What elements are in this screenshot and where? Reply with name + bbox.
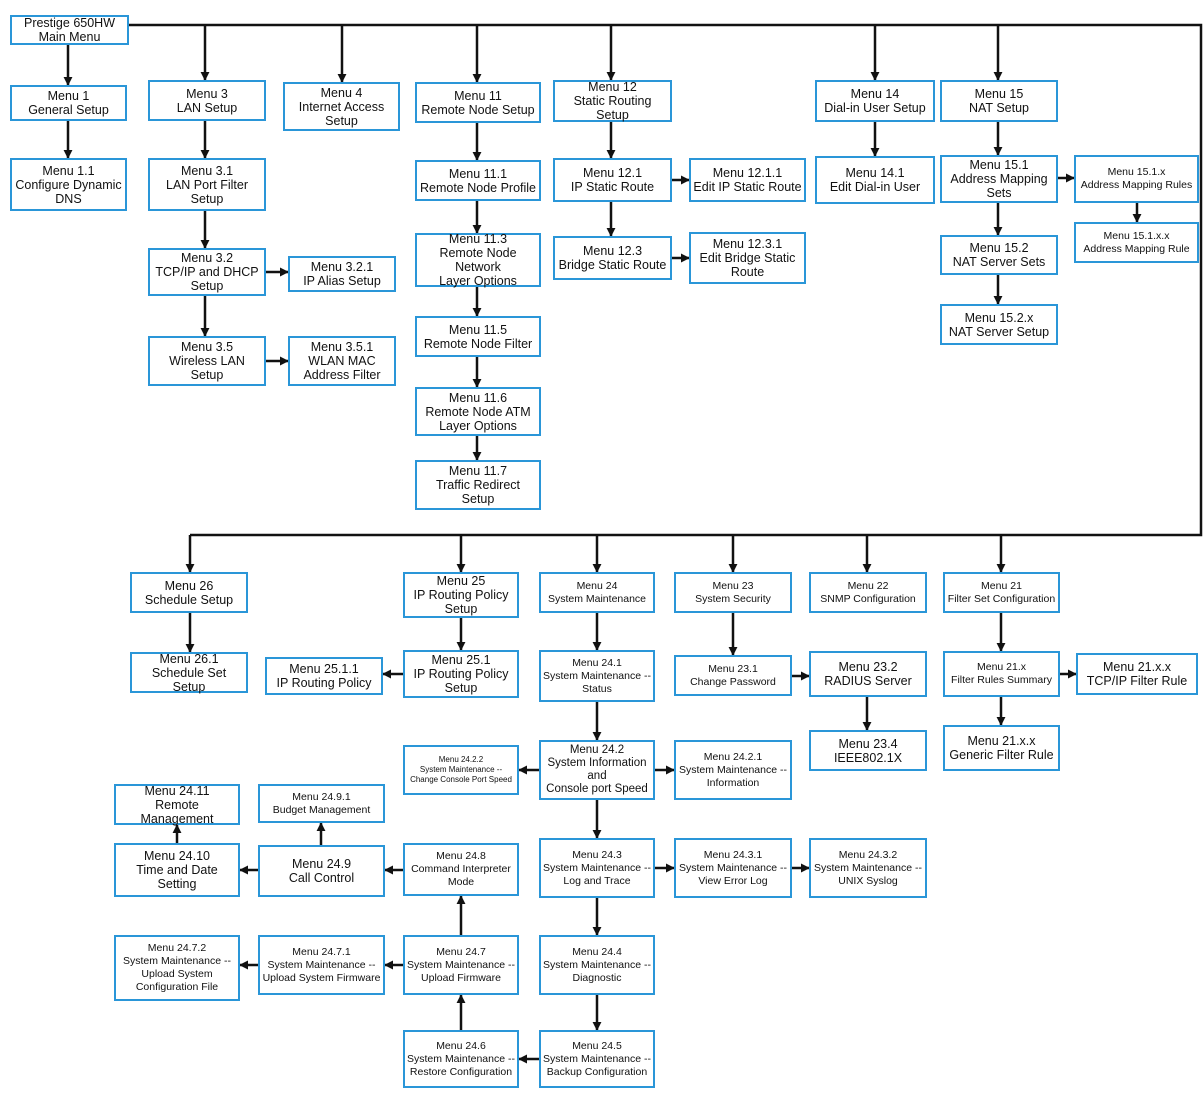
menu-24-7-node[interactable]: Menu 24.7 System Maintenance -- Upload F… — [403, 935, 519, 995]
menu-24-node[interactable]: Menu 24 System Maintenance — [539, 572, 655, 613]
menu-12-1-1-node[interactable]: Menu 12.1.1 Edit IP Static Route — [689, 158, 806, 202]
menu-24-2-2-node[interactable]: Menu 24.2.2 System Maintenance -- Change… — [403, 745, 519, 795]
menu-11-1-node[interactable]: Menu 11.1 Remote Node Profile — [415, 160, 541, 201]
menu-23-1-node[interactable]: Menu 23.1 Change Password — [674, 655, 792, 696]
menu-3-5-1-node[interactable]: Menu 3.5.1 WLAN MAC Address Filter — [288, 336, 396, 386]
menu-25-1-1-node[interactable]: Menu 25.1.1 IP Routing Policy — [265, 657, 383, 695]
menu-12-1-node[interactable]: Menu 12.1 IP Static Route — [553, 158, 672, 202]
menu-24-3-1-node[interactable]: Menu 24.3.1 System Maintenance -- View E… — [674, 838, 792, 898]
main-menu-node[interactable]: Prestige 650HW Main Menu — [10, 15, 129, 45]
menu-24-10-node[interactable]: Menu 24.10 Time and Date Setting — [114, 843, 240, 897]
menu-21-x-x-generic-node[interactable]: Menu 21.x.x Generic Filter Rule — [943, 725, 1060, 771]
menu-24-5-node[interactable]: Menu 24.5 System Maintenance -- Backup C… — [539, 1030, 655, 1088]
menu-24-3-2-node[interactable]: Menu 24.3.2 System Maintenance -- UNIX S… — [809, 838, 927, 898]
menu-4-node[interactable]: Menu 4 Internet Access Setup — [283, 82, 400, 131]
menu-12-3-1-node[interactable]: Menu 12.3.1 Edit Bridge Static Route — [689, 232, 806, 284]
menu-24-11-node[interactable]: Menu 24.11 Remote Management — [114, 784, 240, 826]
main-trunk-line — [129, 23, 1203, 537]
menu-1-node[interactable]: Menu 1 General Setup — [10, 85, 127, 121]
menu-23-node[interactable]: Menu 23 System Security — [674, 572, 792, 613]
menu-3-2-1-node[interactable]: Menu 3.2.1 IP Alias Setup — [288, 256, 396, 292]
menu-15-2-x-node[interactable]: Menu 15.2.x NAT Server Setup — [940, 304, 1058, 345]
menu-25-1-node[interactable]: Menu 25.1 IP Routing Policy Setup — [403, 650, 519, 698]
menu-15-2-node[interactable]: Menu 15.2 NAT Server Sets — [940, 235, 1058, 275]
menu-24-7-1-node[interactable]: Menu 24.7.1 System Maintenance -- Upload… — [258, 935, 385, 995]
menu-12-3-node[interactable]: Menu 12.3 Bridge Static Route — [553, 236, 672, 280]
menu-21-x-node[interactable]: Menu 21.x Filter Rules Summary — [943, 651, 1060, 697]
menu-11-3-node[interactable]: Menu 11.3 Remote Node Network Layer Opti… — [415, 232, 541, 288]
menu-15-node[interactable]: Menu 15 NAT Setup — [940, 80, 1058, 122]
menu-14-1-node[interactable]: Menu 14.1 Edit Dial-in User — [815, 156, 935, 204]
menu-24-3-node[interactable]: Menu 24.3 System Maintenance -- Log and … — [539, 838, 655, 898]
menu-21-node[interactable]: Menu 21 Filter Set Configuration — [943, 572, 1060, 613]
menu-15-1-node m[interactable]: Menu 15.1 Address Mapping Sets — [940, 155, 1058, 203]
menu-24-1-node[interactable]: Menu 24.1 System Maintenance -- Status — [539, 650, 655, 702]
menu-22-node[interactable]: Menu 22 SNMP Configuration — [809, 572, 927, 613]
menu-3-1-node[interactable]: Menu 3.1 LAN Port Filter Setup — [148, 158, 266, 211]
menu-25-node[interactable]: Menu 25 IP Routing Policy Setup — [403, 572, 519, 618]
menu-11-6-node[interactable]: Menu 11.6 Remote Node ATM Layer Options — [415, 387, 541, 436]
menu-26-1-node[interactable]: Menu 26.1 Schedule Set Setup — [130, 652, 248, 694]
menu-24-9-node[interactable]: Menu 24.9 Call Control — [258, 845, 385, 897]
menu-3-node[interactable]: Menu 3 LAN Setup — [148, 80, 266, 121]
menu-3-2-node[interactable]: Menu 3.2 TCP/IP and DHCP Setup — [148, 248, 266, 296]
menu-24-7-2-node[interactable]: Menu 24.7.2 System Maintenance -- Upload… — [114, 935, 240, 1001]
menu-23-2-node[interactable]: Menu 23.2 RADIUS Server — [809, 651, 927, 697]
menu-1-1-node[interactable]: Menu 1.1 Configure Dynamic DNS — [10, 158, 127, 211]
menu-14-node[interactable]: Menu 14 Dial-in User Setup — [815, 80, 935, 122]
menu-15-1-x-x-node[interactable]: Menu 15.1.x.x Address Mapping Rule — [1074, 222, 1199, 263]
menu-24-9-1-node[interactable]: Menu 24.9.1 Budget Management — [258, 784, 385, 823]
menu-24-8-node[interactable]: Menu 24.8 Command Interpreter Mode — [403, 843, 519, 896]
menu-11-node[interactable]: Menu 11 Remote Node Setup — [415, 82, 541, 123]
menu-24-2-node[interactable]: Menu 24.2 System Information and Console… — [539, 740, 655, 800]
menu-23-4-node[interactable]: Menu 23.4 IEEE802.1X — [809, 730, 927, 771]
menu-24-4-node[interactable]: Menu 24.4 System Maintenance -- Diagnost… — [539, 935, 655, 995]
menu-24-6-node[interactable]: Menu 24.6 System Maintenance -- Restore … — [403, 1030, 519, 1088]
menu-15-1-x-node[interactable]: Menu 15.1.x Address Mapping Rules — [1074, 155, 1199, 203]
menu-21-x-x-tcp-node[interactable]: Menu 21.x.x TCP/IP Filter Rule — [1076, 653, 1198, 695]
menu-12-node[interactable]: Menu 12 Static Routing Setup — [553, 80, 672, 122]
menu-24-2-1-node[interactable]: Menu 24.2.1 System Maintenance -- Inform… — [674, 740, 792, 800]
menu-11-5-node[interactable]: Menu 11.5 Remote Node Filter — [415, 316, 541, 357]
menu-26-node[interactable]: Menu 26 Schedule Setup — [130, 572, 248, 613]
menu-3-5-node[interactable]: Menu 3.5 Wireless LAN Setup — [148, 336, 266, 386]
menu-11-7-node[interactable]: Menu 11.7 Traffic Redirect Setup — [415, 460, 541, 510]
